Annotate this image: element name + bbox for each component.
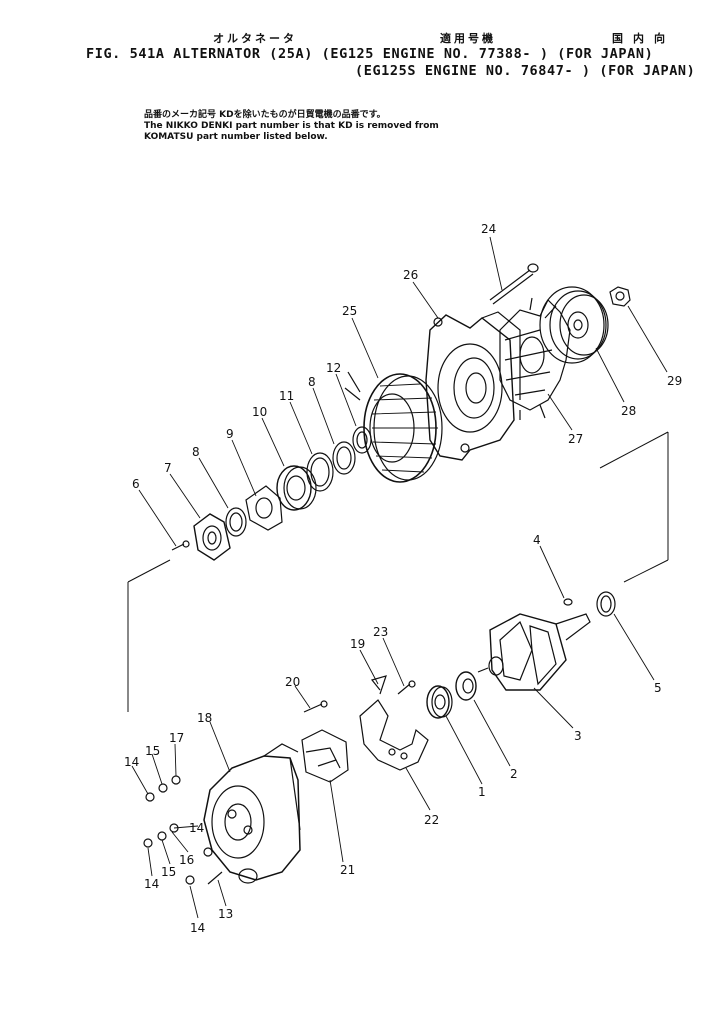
callout-14-a: 14 — [124, 755, 139, 769]
callout-23: 23 — [373, 625, 388, 639]
part-2-bearing — [455, 671, 477, 701]
callout-21: 21 — [340, 863, 355, 877]
callout-15-upper: 15 — [145, 744, 160, 758]
part-18-rear-housing — [203, 743, 301, 884]
part-1-bearing — [426, 685, 453, 719]
callout-13: 13 — [218, 907, 233, 921]
callout-19: 19 — [350, 637, 365, 651]
part-8-washer-upper — [332, 441, 356, 475]
part-24-through-bolt — [489, 263, 539, 305]
callout-18: 18 — [197, 711, 212, 725]
callout-8-lower: 8 — [192, 445, 200, 459]
callout-12: 12 — [326, 361, 341, 375]
callout-7: 7 — [164, 461, 172, 475]
figure-title-line-2: (EG125S ENGINE NO. 76847- ) (FOR JAPAN) — [355, 63, 696, 79]
part-4-small-ring — [563, 598, 573, 606]
part-10-bearing — [276, 465, 317, 511]
note-jp: 品番のメーカ記号 KDを除いたものが日貿電機の品番です。 — [144, 110, 386, 120]
jp-domestic-label: 国内向 — [612, 32, 675, 45]
part-9-retainer-plate — [245, 485, 283, 531]
callout-17: 17 — [169, 731, 184, 745]
part-7-bearing-cover — [193, 513, 231, 561]
part-26-front-bracket — [425, 311, 521, 461]
part-25-stator — [344, 371, 443, 483]
callout-26: 26 — [403, 268, 418, 282]
part-28-pulley — [539, 286, 609, 364]
leader-lines — [131, 236, 668, 919]
part-6-screw — [171, 540, 190, 551]
callout-27: 27 — [568, 432, 583, 446]
part-12-ring — [352, 426, 372, 454]
part-23-screw — [397, 680, 416, 695]
callout-10: 10 — [252, 405, 267, 419]
part-22-rectifier — [359, 699, 429, 771]
note-en-line-2: KOMATSU part number listed below. — [144, 132, 328, 142]
callout-28: 28 — [621, 404, 636, 418]
part-29-nut — [609, 286, 631, 307]
callout-1: 1 — [478, 785, 486, 799]
callout-9: 9 — [226, 427, 234, 441]
callout-4: 4 — [533, 533, 541, 547]
part-27-fan — [499, 297, 571, 420]
part-5-collar — [596, 591, 616, 617]
callout-2: 2 — [510, 767, 518, 781]
callout-11: 11 — [279, 389, 294, 403]
jp-applicable-label: 適用号機 — [440, 32, 496, 45]
callout-24: 24 — [481, 222, 496, 236]
part-19-terminal — [370, 675, 387, 695]
callout-16: 16 — [179, 853, 194, 867]
jp-part-name: オルタネータ — [213, 32, 297, 45]
callout-20: 20 — [285, 675, 300, 689]
part-8-washer-lower — [225, 507, 247, 537]
callout-25: 25 — [342, 304, 357, 318]
part-20-screw — [303, 700, 328, 713]
callout-6: 6 — [132, 477, 140, 491]
callout-labels: 24 26 25 29 28 27 12 8 11 10 9 8 7 6 4 5… — [124, 222, 682, 935]
callout-3: 3 — [574, 729, 582, 743]
note-en-line-1: The NIKKO DENKI part number is that KD i… — [144, 121, 439, 131]
part-3-rotor — [477, 613, 591, 691]
callout-8-upper: 8 — [308, 375, 316, 389]
assembly-bracket-lines — [127, 431, 669, 712]
callout-5: 5 — [654, 681, 662, 695]
part-21-regulator — [301, 729, 349, 783]
parts-14-15-17-nuts-washers-upper — [145, 775, 181, 802]
part-13-screw — [207, 871, 223, 885]
callout-29: 29 — [667, 374, 682, 388]
callout-22: 22 — [424, 813, 439, 827]
callout-14-d: 14 — [190, 921, 205, 935]
callout-14-b: 14 — [189, 821, 204, 835]
callout-14-c: 14 — [144, 877, 159, 891]
callout-15-lower: 15 — [161, 865, 176, 879]
figure-title-line-1: FIG. 541A ALTERNATOR (25A) (EG125 ENGINE… — [86, 46, 654, 62]
